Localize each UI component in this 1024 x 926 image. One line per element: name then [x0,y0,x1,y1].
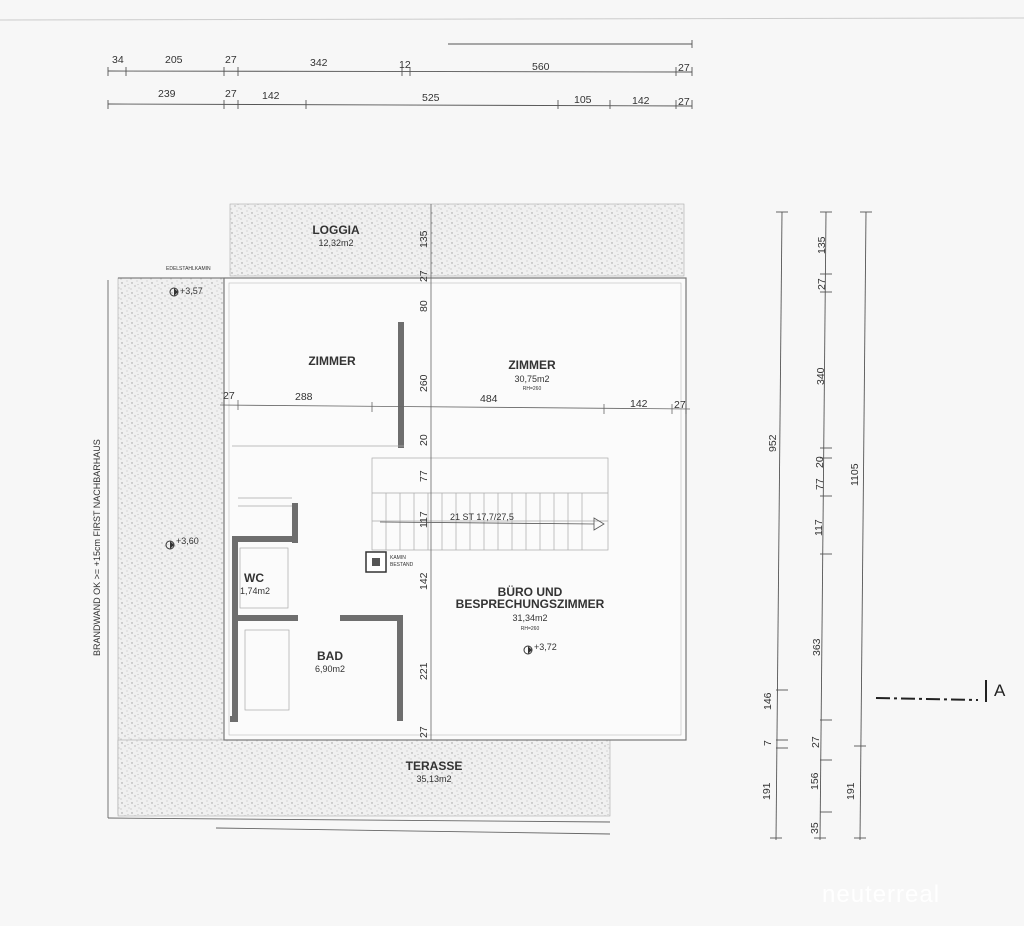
dim-label: 7 [762,740,774,746]
dim-label: 156 [809,772,821,790]
brandwand-note: BRANDWAND OK >= +15cm FIRST NACHBARHAUS [92,439,102,656]
wall [232,536,238,716]
dim-label: 191 [761,782,773,800]
dim-label: 27 [223,390,235,402]
room-buero-name: BÜRO UND [498,584,563,599]
stair-label: 21 ST 17,7/27,5 [450,512,514,522]
dim-label: 340 [815,367,827,385]
room-buero-name: BESPRECHUNGSZIMMER [456,597,605,611]
room-bad-area: 6,90m2 [315,664,345,674]
room-bad-name: BAD [317,649,343,663]
dim-label: 142 [262,90,280,102]
walls [230,322,404,722]
dim-label: 20 [418,434,430,446]
dim-label: 80 [418,300,430,312]
dim-label: 12 [399,59,411,71]
dim-label: 952 [767,434,779,452]
level-label: +3,60 [176,536,199,546]
dim-label: 146 [762,692,774,710]
room-zimmer1-name: ZIMMER [308,354,356,368]
dim-label: 117 [813,519,825,536]
wall [230,716,238,722]
wall [232,615,298,621]
wall [292,503,298,543]
dim-label: 342 [310,57,328,69]
dim-label: 34 [112,54,124,66]
chimney: KAMIN BESTAND [365,551,414,573]
room-zimmer2-area: 30,75m2 [514,374,549,384]
dim-label: 239 [158,88,176,100]
dim-label: 27 [225,54,237,66]
dim-label: 560 [532,61,550,73]
dim-label: 142 [418,572,430,590]
room-wc-name: WC [244,571,264,585]
dim-label: 135 [418,230,430,248]
room-loggia-area: 12,32m2 [318,238,353,248]
stair-arrow [379,517,605,531]
dim-label: 35 [809,822,821,834]
dim-label: 142 [630,398,648,410]
room-loggia-name: LOGGIA [312,223,360,237]
room-buero-area: 31,34m2 [512,613,547,623]
watermark: neuterreal [822,881,940,908]
dim-label: 191 [845,782,857,800]
chimney-label: KAMIN [390,555,406,561]
terrace-hatching [117,203,685,817]
room-buero-rh: RH=260 [521,626,540,632]
chimney-label: BESTAND [390,562,414,568]
wall [397,615,403,721]
level-markers: +3,57 EDELSTAHLKAMIN +3,60 [165,266,533,655]
room-zimmer2-name: ZIMMER [508,358,556,372]
dim-label: 27 [810,736,822,748]
dim-label: 135 [816,236,828,254]
room-buero-level: +3,72 [534,642,557,652]
wall [340,615,402,621]
dim-label: 105 [574,94,592,106]
dim-label: 484 [480,393,498,405]
dim-label: 27 [418,270,430,282]
section-marker-label: A [994,681,1006,700]
wall [232,536,298,542]
loggia-area [229,203,685,277]
dim-label: 77 [418,470,430,482]
dim-label: 27 [678,96,690,108]
dim-label: 27 [816,278,828,290]
edelstahl-note: EDELSTAHLKAMIN [166,266,211,272]
dim-label: 1105 [849,463,861,486]
dim-label: 205 [165,54,183,66]
inner-dimension-labels: 27 288 484 142 27 135 27 80 260 20 77 11… [223,230,686,738]
dim-label: 525 [422,92,440,104]
dim-label: 288 [295,391,313,403]
dim-label: 77 [814,478,826,490]
interior-floor [223,277,687,741]
room-labels: LOGGIA 12,32m2 ZIMMER ZIMMER 30,75m2 RH=… [240,223,605,784]
dim-label: 117 [418,511,430,528]
dim-label: 27 [225,88,237,100]
room-terasse-name: TERASSE [406,759,463,773]
section-marker: A [875,680,1006,702]
wall [398,322,404,448]
bottom-terrace-area [117,739,611,817]
dim-label: 27 [678,62,690,74]
top-dimension-lines [107,40,693,109]
right-dimension-lines [770,211,872,841]
level-label: +3,57 [180,286,203,296]
dim-label: 27 [418,726,430,738]
dim-label: 20 [814,456,826,468]
dim-label: 142 [632,95,650,107]
room-terasse-area: 35,13m2 [416,774,451,784]
dim-label: 260 [418,374,430,392]
dim-label: 363 [811,638,823,656]
top-dimension-labels: 34 205 27 342 12 560 27 239 27 142 525 1… [112,54,690,108]
room-wc-area: 1,74m2 [240,586,270,596]
staircase [371,457,609,551]
right-dimension-labels: 952 146 7 191 135 27 340 20 77 117 363 2… [761,236,861,834]
dim-label: 221 [418,662,430,680]
room-zimmer2-rh: RH=260 [523,386,542,392]
dim-label: 27 [674,399,686,411]
